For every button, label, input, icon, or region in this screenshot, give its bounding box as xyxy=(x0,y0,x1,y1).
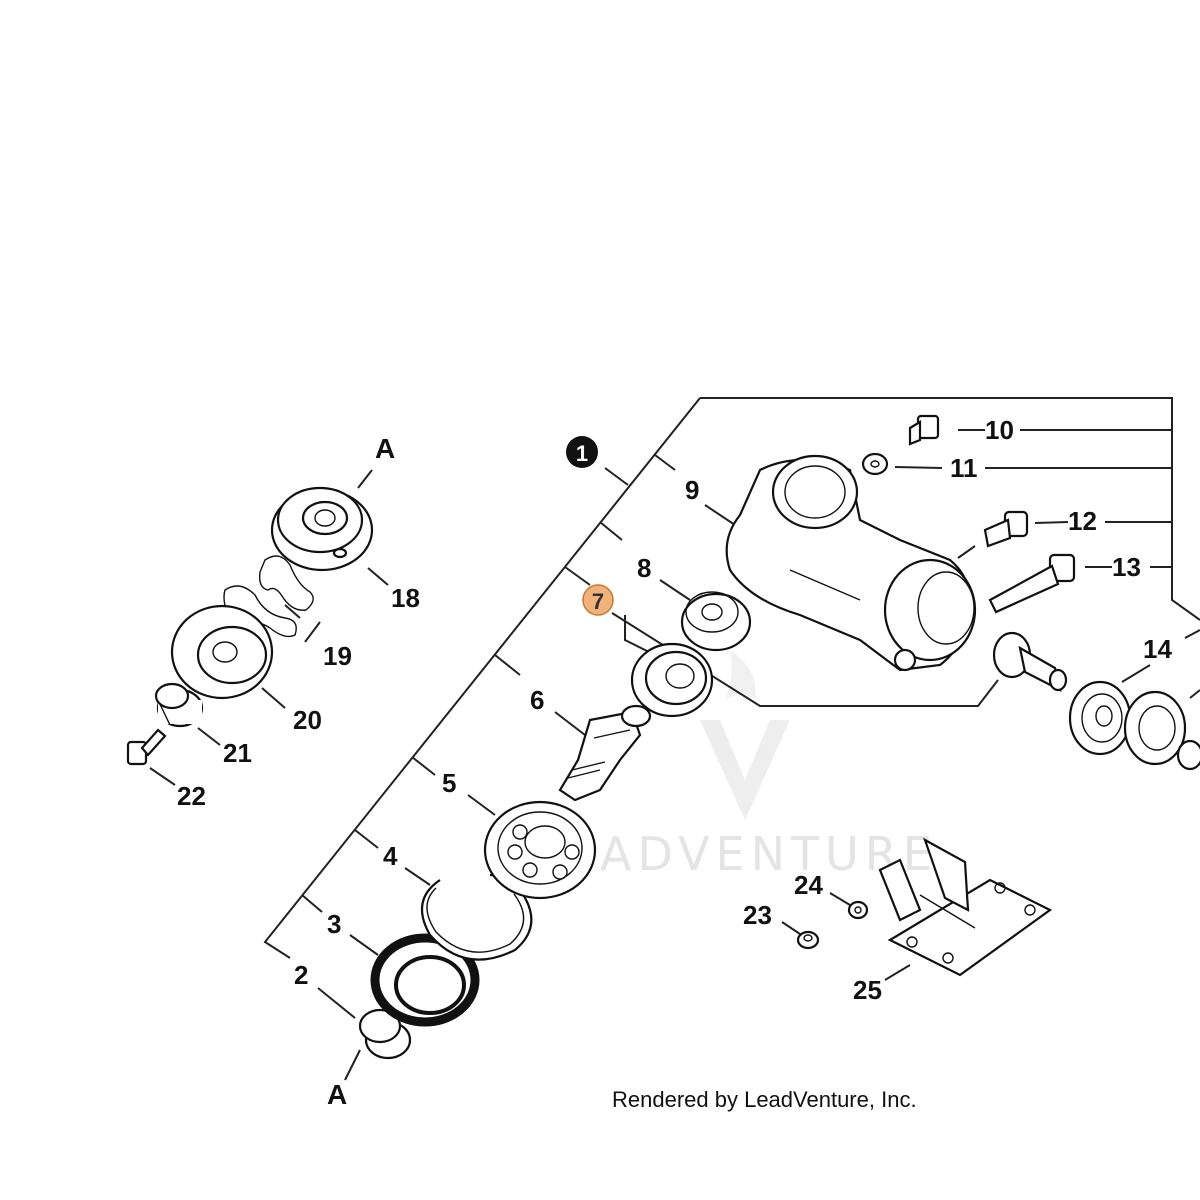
part-10-bolt xyxy=(908,414,940,446)
part-21-spacer xyxy=(154,682,204,728)
leader-25 xyxy=(884,964,911,981)
part-23-nut xyxy=(796,930,820,950)
label-A-bottom: A xyxy=(327,1079,347,1110)
part-5-ball-bearing xyxy=(483,800,597,900)
highlight-badge[interactable] xyxy=(582,584,614,616)
leader-22 xyxy=(149,767,176,786)
label-20[interactable]: 20 xyxy=(293,705,322,735)
part-3-oil-seal xyxy=(370,933,480,1027)
leader-23 xyxy=(781,921,801,935)
label-25[interactable]: 25 xyxy=(853,975,882,1005)
part-14-bearing xyxy=(1068,680,1132,756)
leader-20 xyxy=(261,687,286,709)
leader-24 xyxy=(829,892,851,906)
label-21[interactable]: 21 xyxy=(223,738,252,768)
label-9[interactable]: 9 xyxy=(685,475,699,505)
label-6[interactable]: 6 xyxy=(530,685,544,715)
watermark-logo xyxy=(700,650,790,820)
part-22-bolt xyxy=(126,728,167,766)
part-2-sleeve xyxy=(358,1008,412,1060)
label-3[interactable]: 3 xyxy=(327,909,341,939)
footer-credit: Rendered by LeadVenture, Inc. xyxy=(612,1087,917,1112)
label-5[interactable]: 5 xyxy=(442,768,456,798)
label-4[interactable]: 4 xyxy=(383,841,398,871)
label-11[interactable]: 11 xyxy=(950,453,978,483)
label-23[interactable]: 23 xyxy=(743,900,772,930)
part-7-label[interactable]: 7 xyxy=(592,589,604,614)
label-8[interactable]: 8 xyxy=(637,553,651,583)
label-12[interactable]: 12 xyxy=(1068,506,1097,536)
part-25-bracket xyxy=(878,837,1053,977)
leader-18 xyxy=(367,567,389,586)
part-7-bevel-gear xyxy=(630,642,714,718)
label-19[interactable]: 19 xyxy=(323,641,352,671)
part-14-snap-ring xyxy=(1176,739,1200,771)
part-13-long-bolt xyxy=(988,553,1076,614)
label-13[interactable]: 13 xyxy=(1112,552,1141,582)
label-22[interactable]: 22 xyxy=(177,781,206,811)
assembly-bracket-lines xyxy=(263,397,1200,1019)
leader-19 xyxy=(284,604,321,643)
label-14[interactable]: 14 xyxy=(1143,634,1172,664)
label-2[interactable]: 2 xyxy=(294,960,308,990)
part-8-bearing xyxy=(680,591,752,652)
label-10[interactable]: 10 xyxy=(985,415,1014,445)
part-24-washer xyxy=(847,900,869,920)
part-11-washer xyxy=(861,452,889,476)
leader-A-bottom xyxy=(344,1049,361,1081)
label-A-top: A xyxy=(375,433,395,464)
watermark-text: ADVENTURE xyxy=(600,827,938,881)
leader-21 xyxy=(197,727,221,746)
part-20-plate xyxy=(170,604,274,700)
part-14-bearing-2 xyxy=(1123,690,1187,766)
assembly-marker xyxy=(566,436,598,468)
label-24[interactable]: 24 xyxy=(794,870,823,900)
part-12-screw xyxy=(983,510,1029,548)
part-14-pinion-gear xyxy=(992,631,1068,693)
part-18-cup xyxy=(270,486,374,572)
assembly-marker-label: 1 xyxy=(576,441,588,466)
leader-A-top xyxy=(357,469,373,489)
part-9-gear-housing xyxy=(725,454,977,672)
label-18[interactable]: 18 xyxy=(391,583,420,613)
part-6-shaft xyxy=(558,704,652,802)
